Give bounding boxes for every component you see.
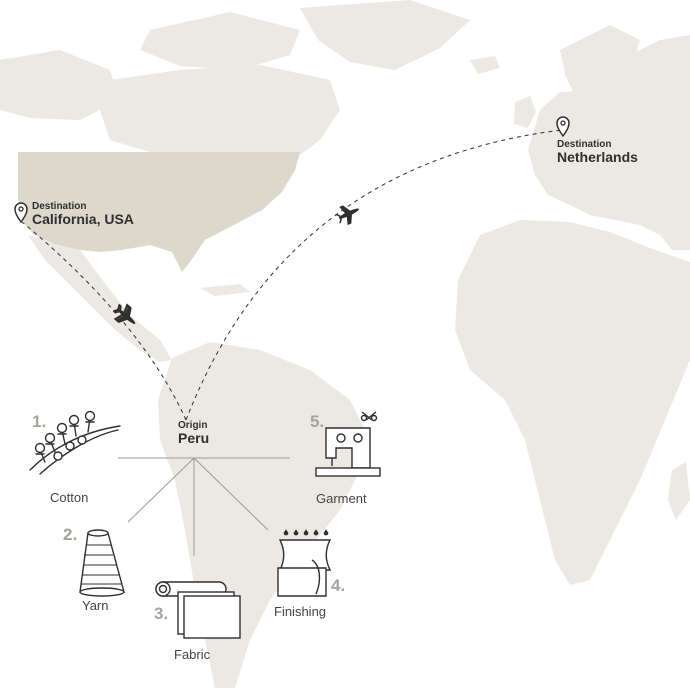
- land-britain: [514, 96, 536, 128]
- process-hub-lines: [118, 457, 290, 556]
- route-peru-to-netherlands: [185, 129, 563, 421]
- land-iceland: [470, 56, 500, 74]
- land-eurasia: [528, 35, 690, 250]
- origin-name: Peru: [178, 430, 210, 446]
- step-number: 5.: [310, 412, 325, 431]
- step-number: 2.: [63, 525, 78, 544]
- land-canada: [100, 65, 340, 155]
- cotton-plant-icon: [29, 410, 121, 475]
- finishing-wash-icon: [277, 529, 332, 597]
- yarn-cone-icon: [79, 529, 125, 597]
- sewing-machine-icon: [315, 411, 381, 477]
- land-caribbean: [200, 284, 250, 296]
- land-africa: [455, 220, 690, 585]
- step-name-yarn: Yarn: [82, 598, 109, 613]
- map-pin-icon: [556, 116, 570, 138]
- step-number: 3.: [154, 604, 169, 623]
- step-name-fabric: Fabric: [174, 647, 211, 662]
- land-madagascar: [668, 462, 690, 520]
- step-name-garment: Garment: [316, 491, 367, 506]
- land-greenland: [300, 0, 470, 70]
- route-peru-to-california: [21, 221, 187, 421]
- airplane-icon: [113, 303, 136, 324]
- step-number: 1.: [32, 412, 47, 431]
- step-name-finishing: Finishing: [274, 604, 327, 619]
- airplane-icon: [335, 205, 359, 226]
- netherlands-destination-label: Destination: [557, 139, 612, 150]
- land-arctic-islands: [140, 12, 300, 70]
- map-pin-icon: [14, 202, 28, 224]
- land-mexico-central-america: [28, 235, 172, 362]
- california-destination-name: California, USA: [32, 211, 134, 227]
- step-number: 4.: [331, 576, 346, 595]
- netherlands-destination-name: Netherlands: [557, 149, 638, 165]
- land-alaska: [0, 50, 120, 120]
- land-usa-highlight: [18, 152, 300, 272]
- origin-label: Origin: [178, 420, 208, 431]
- california-destination-label: Destination: [32, 201, 87, 212]
- fabric-roll-icon: [155, 581, 241, 639]
- step-name-cotton: Cotton: [50, 490, 89, 505]
